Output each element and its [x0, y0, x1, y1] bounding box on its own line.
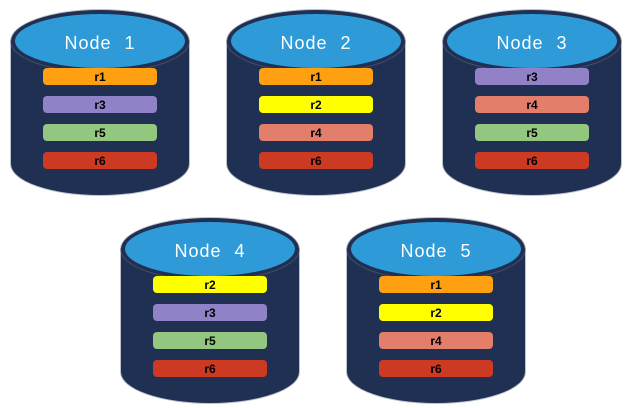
- replica-bar: r1: [259, 68, 373, 85]
- replica-list: r1 r2 r4 r6: [259, 68, 373, 169]
- replica-bar: r3: [475, 68, 589, 85]
- db-cylinder-top: Node 2: [227, 10, 405, 72]
- replica-bar: r4: [475, 96, 589, 113]
- node-title: Node 1: [64, 32, 136, 53]
- replica-bar: r5: [153, 332, 267, 349]
- replica-bar: r6: [475, 152, 589, 169]
- db-cylinder-top: Node 4: [121, 218, 299, 280]
- db-cylinder-top: Node 1: [11, 10, 189, 72]
- replica-bar: r6: [259, 152, 373, 169]
- replica-bar: r5: [43, 124, 157, 141]
- replica-bar: r6: [153, 360, 267, 377]
- db-cylinder-top: Node 5: [347, 218, 525, 280]
- replica-bar: r5: [475, 124, 589, 141]
- replica-bar: r4: [379, 332, 493, 349]
- replica-list: r1 r3 r5 r6: [43, 68, 157, 169]
- node-title: Node 3: [496, 32, 568, 53]
- db-node-2: Node 2 r1 r2 r4 r6: [227, 10, 405, 195]
- node-title: Node 4: [174, 240, 246, 261]
- db-node-4: Node 4 r2 r3 r5 r6: [121, 218, 299, 403]
- replica-bar: r2: [259, 96, 373, 113]
- replica-list: r1 r2 r4 r6: [379, 276, 493, 377]
- replica-bar: r6: [43, 152, 157, 169]
- replica-list: r3 r4 r5 r6: [475, 68, 589, 169]
- replica-bar: r3: [43, 96, 157, 113]
- replica-bar: r3: [153, 304, 267, 321]
- replica-bar: r4: [259, 124, 373, 141]
- db-node-1: Node 1 r1 r3 r5 r6: [11, 10, 189, 195]
- replica-bar: r6: [379, 360, 493, 377]
- db-cylinder-top: Node 3: [443, 10, 621, 72]
- node-title: Node 2: [280, 32, 352, 53]
- replica-list: r2 r3 r5 r6: [153, 276, 267, 377]
- replica-bar: r1: [43, 68, 157, 85]
- db-node-5: Node 5 r1 r2 r4 r6: [347, 218, 525, 403]
- replica-bar: r2: [153, 276, 267, 293]
- node-title: Node 5: [400, 240, 472, 261]
- replica-bar: r1: [379, 276, 493, 293]
- replica-bar: r2: [379, 304, 493, 321]
- db-node-3: Node 3 r3 r4 r5 r6: [443, 10, 621, 195]
